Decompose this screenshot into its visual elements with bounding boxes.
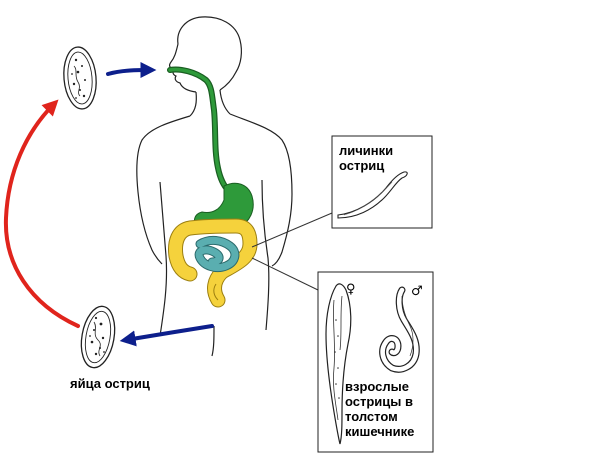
leader-line-adults xyxy=(251,257,319,291)
arrow-egg-to-egg-cycle xyxy=(3,99,80,328)
esophagus-and-stomach xyxy=(167,66,254,233)
male-symbol-icon: ♂ xyxy=(411,284,423,299)
adults-label-line-3: толстом xyxy=(345,409,398,424)
arrow-egg-to-mouth xyxy=(106,62,157,79)
arrow-body-to-egg xyxy=(119,324,214,347)
adults-label-line-1: взрослые xyxy=(345,379,409,394)
egg-bottom xyxy=(80,305,116,369)
larvae-label-line-2: остриц xyxy=(339,158,385,173)
adult-worms-box xyxy=(317,271,434,453)
female-worm-icon xyxy=(325,283,352,445)
adults-label-line-2: острицы в xyxy=(345,394,413,409)
eggs-label: яйца остриц xyxy=(70,376,150,391)
adults-label: взрослые острицы в толстом кишечнике xyxy=(345,379,433,439)
larvae-label: личинки остриц xyxy=(339,143,431,173)
human-body-outline xyxy=(136,16,293,357)
larvae-box xyxy=(331,135,433,229)
female-symbol-icon: ♀ xyxy=(346,282,356,297)
larvae-label-line-1: личинки xyxy=(339,143,394,158)
adults-label-line-4: кишечнике xyxy=(345,424,415,439)
leader-line-larvae xyxy=(251,212,333,248)
large-intestine xyxy=(168,218,258,308)
small-intestine xyxy=(194,235,240,273)
egg-top xyxy=(63,46,97,110)
